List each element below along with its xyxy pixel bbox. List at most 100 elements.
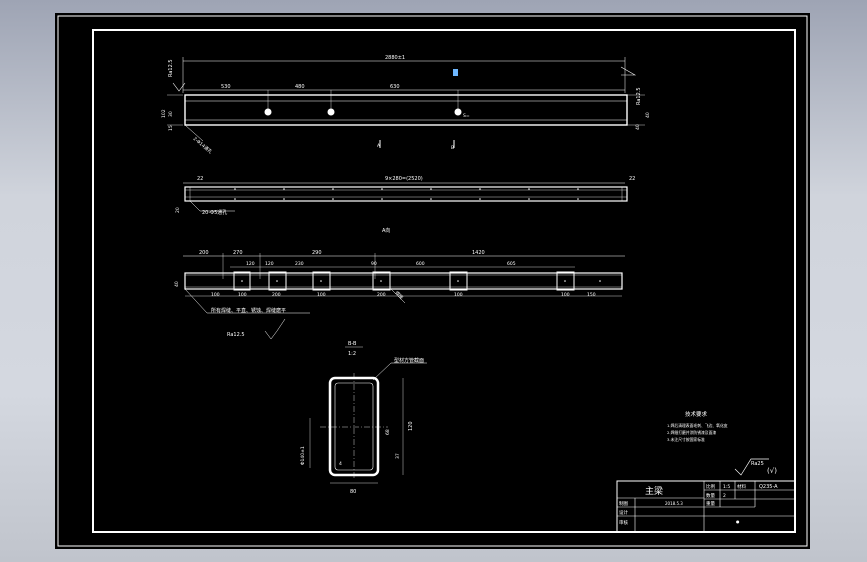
- outer-border: [57, 15, 808, 547]
- plate-5: [449, 271, 468, 291]
- section-inner-dim-2: 37: [395, 453, 401, 459]
- section-inner-dim-1: 68: [385, 429, 391, 435]
- a-bottom-dim-8: 150: [587, 292, 596, 298]
- ratio-label: 比例: [706, 483, 715, 490]
- tech-req-line-2: 2.焊缝打磨并涂防锈漆及面漆: [667, 430, 716, 435]
- a-bottom-dim-5: 200: [377, 292, 386, 298]
- qty-value: 2: [723, 493, 726, 499]
- right-dim-2: 40: [645, 112, 651, 118]
- cursor-marker: [453, 69, 458, 76]
- design-label: 设计: [619, 509, 628, 516]
- a-bottom-dim-4: 100: [317, 292, 326, 298]
- title-marker: ●: [736, 519, 740, 524]
- part-name: 主梁: [645, 485, 663, 497]
- plate-2: [268, 271, 287, 291]
- tech-req-line-3: 3.未注尺寸按国家标准: [667, 437, 705, 442]
- title-block: 主梁 比例 1:5 数量 2 材料 Q235-A 重量 制图 2018.5.3 …: [616, 480, 796, 533]
- a-top-dim-3: 290: [312, 250, 322, 256]
- section-height-dim: 120: [408, 421, 414, 431]
- drawn-label: 制图: [619, 500, 628, 507]
- plate-3: [312, 271, 331, 291]
- roughness-right: Ra12.5: [636, 87, 642, 105]
- a-mid-dim-2: 120: [265, 261, 274, 267]
- section-view: B-B 1:2 型材方管截面 4 80 120 68 37 Φ140±1: [300, 341, 427, 495]
- general-roughness-suffix: (√): [767, 467, 777, 475]
- weld-mark: 焊接: [394, 289, 406, 301]
- a-top-dim-2: 270: [233, 250, 243, 256]
- roughness-left-symbol: [172, 82, 186, 92]
- tube-thickness: 4: [339, 461, 342, 467]
- section-left-dim: Φ140±1: [300, 446, 306, 465]
- side-overall-dim: 9×280=(2520): [385, 176, 423, 182]
- weld-note: 所有焊缝、平直、锈蚀、焊缝磨平: [211, 307, 286, 314]
- roughness-left: Ra12.5: [168, 59, 174, 77]
- check-label: 审核: [619, 519, 628, 526]
- ratio-value: 1:5: [723, 484, 730, 490]
- inner-border: [92, 29, 796, 533]
- side-beam: [184, 186, 628, 202]
- section-callout: 型材方管截面: [394, 357, 424, 364]
- hole-callout: 2-Φ14通孔: [192, 135, 214, 155]
- beam-outline: [184, 94, 628, 126]
- hole-2: [327, 108, 335, 116]
- a-bottom-dim-1: 100: [211, 292, 220, 298]
- material-label: 材料: [737, 483, 746, 490]
- a-roughness-symbol: [264, 318, 286, 340]
- section-mark-b: B: [451, 145, 454, 151]
- left-dim-1: 102: [161, 109, 167, 118]
- segment-dim-3: 630: [390, 84, 400, 90]
- a-mid-dim-1: 120: [246, 261, 255, 267]
- a-mid-dim-5: 600: [416, 261, 425, 267]
- a-left-dim: 40: [174, 281, 180, 287]
- top-view: 2880±1 530 480 630 S= 102 30 15 Ra12.5 R…: [161, 55, 651, 155]
- weight-label: 重量: [706, 500, 715, 507]
- section-width-dim: 80: [350, 489, 356, 495]
- a-mid-dim-6: 605: [507, 261, 516, 267]
- a-view: A向 200 270 290 1420 120 120 230 90 600 6…: [174, 227, 625, 340]
- a-view-label: A向: [382, 227, 390, 234]
- general-roughness-symbol: [734, 458, 769, 476]
- right-dim-1: 40: [635, 124, 641, 130]
- drawing-canvas: 2880±1 530 480 630 S= 102 30 15 Ra12.5 R…: [55, 13, 810, 549]
- a-view-beam: [184, 272, 623, 290]
- a-top-dim-4: 1420: [472, 250, 485, 256]
- a-bottom-dim-6: 100: [454, 292, 463, 298]
- general-roughness: Ra25 (√): [734, 458, 777, 476]
- plate-4: [372, 271, 391, 291]
- overall-length-dim: 2880±1: [385, 55, 405, 61]
- tech-req-line-1: 1.焊后清理表面毛刺、飞边、氧化皮: [667, 423, 728, 428]
- general-roughness-value: Ra25: [751, 461, 764, 467]
- a-mid-dim-3: 230: [295, 261, 304, 267]
- tech-requirements: 技术要求 1.焊后清理表面毛刺、飞边、氧化皮 2.焊缝打磨并涂防锈漆及面漆 3.…: [667, 410, 728, 442]
- material-value: Q235-A: [759, 484, 778, 490]
- right-label: S=: [463, 113, 470, 119]
- section-mark-a: A: [377, 143, 381, 149]
- side-holes: [234, 188, 579, 200]
- side-end-dim-left: 22: [197, 176, 203, 182]
- hole-3: [454, 108, 462, 116]
- a-bottom-dim-7: 100: [561, 292, 570, 298]
- roughness-right-symbol: [620, 66, 637, 76]
- side-end-dim-right: 22: [629, 176, 635, 182]
- drawn-value: 2018.5.3: [665, 501, 683, 506]
- plate-1: [233, 271, 251, 291]
- segment-dim-1: 530: [221, 84, 231, 90]
- a-bottom-dim-2: 100: [238, 292, 247, 298]
- left-dim-2: 30: [168, 111, 174, 117]
- segment-dim-2: 480: [295, 84, 305, 90]
- hole-1: [264, 108, 272, 116]
- a-top-dim-1: 200: [199, 250, 209, 256]
- section-label: B-B: [348, 341, 357, 347]
- tech-req-title: 技术要求: [685, 410, 708, 418]
- side-view: 9×280=(2520) 22 22 20 20-Φ5通孔: [175, 176, 635, 216]
- a-mid-dim-4: 90: [371, 261, 377, 267]
- a-roughness: Ra12.5: [227, 332, 245, 338]
- section-scale: 1:2: [348, 351, 356, 357]
- side-hole-callout: 20-Φ5通孔: [202, 209, 227, 216]
- left-dim-3: 15: [168, 125, 174, 131]
- side-height-dim: 20: [175, 207, 181, 213]
- qty-label: 数量: [706, 492, 715, 499]
- plate-6: [556, 271, 575, 291]
- a-bottom-dim-3: 200: [272, 292, 281, 298]
- cad-drawing: 2880±1 530 480 630 S= 102 30 15 Ra12.5 R…: [57, 15, 808, 547]
